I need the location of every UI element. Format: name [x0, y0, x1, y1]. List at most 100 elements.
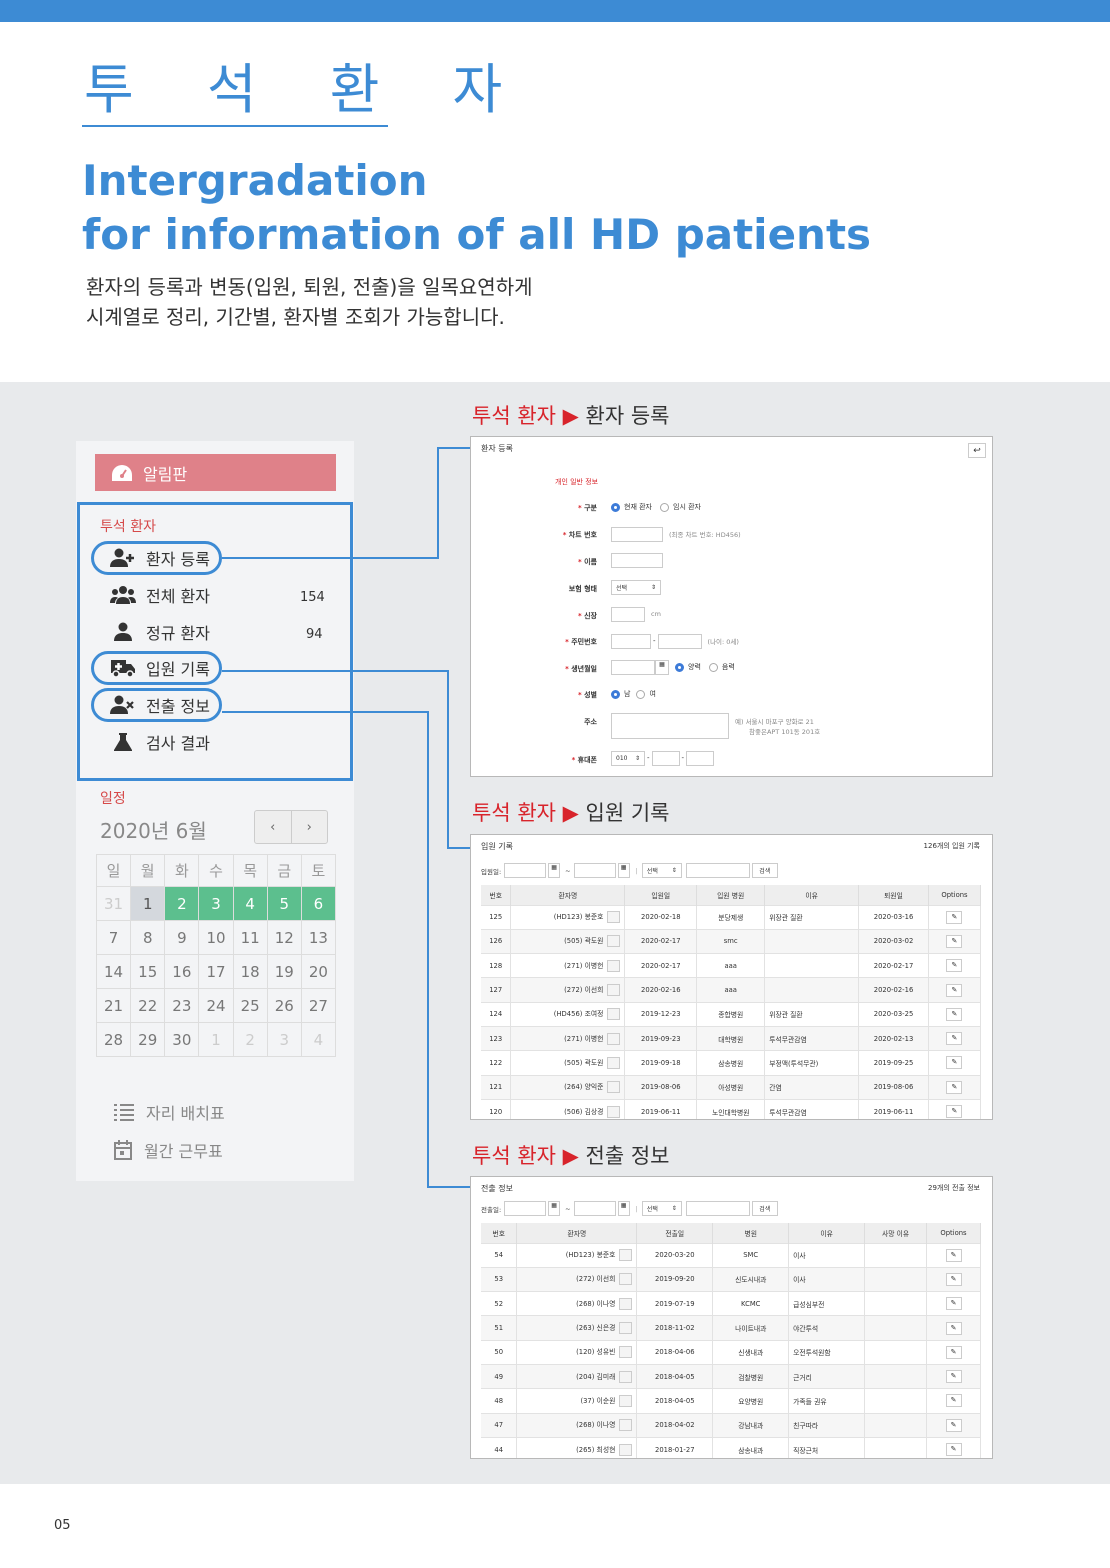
notice-board-button[interactable]: 알림판 — [95, 454, 336, 491]
edit-icon[interactable]: ✎ — [945, 1297, 962, 1311]
edit-icon[interactable]: ✎ — [945, 1321, 962, 1335]
calendar-day[interactable]: 28 — [95, 1022, 132, 1057]
patient-name[interactable]: (272) 이선희 — [564, 986, 604, 995]
calendar-day[interactable]: 14 — [95, 954, 132, 989]
calendar-day[interactable]: 17 — [198, 954, 234, 989]
calendar-day[interactable]: 13 — [300, 920, 337, 955]
patient-profile-icon[interactable] — [619, 1419, 633, 1432]
sidebar-item-regular-patients[interactable]: 정규 환자 — [110, 618, 210, 646]
edit-icon[interactable]: ✎ — [945, 1394, 962, 1408]
edit-icon[interactable]: ✎ — [945, 1248, 962, 1262]
calendar-day[interactable]: 19 — [266, 954, 302, 989]
edit-icon[interactable]: ✎ — [946, 983, 963, 997]
patient-profile-icon[interactable] — [619, 1249, 633, 1262]
edit-icon[interactable]: ✎ — [946, 1056, 963, 1070]
calendar-icon[interactable]: ▦ — [548, 1201, 561, 1216]
calendar-day[interactable]: 8 — [130, 920, 166, 955]
current-patient-radio[interactable] — [611, 502, 620, 512]
patient-profile-icon[interactable] — [607, 911, 621, 924]
calendar-day[interactable]: 30 — [164, 1022, 200, 1057]
calendar-day[interactable]: 20 — [300, 954, 337, 989]
patient-name[interactable]: (271) 이병헌 — [564, 961, 604, 970]
seat-chart-link[interactable]: 자리 배치표 — [114, 1100, 225, 1124]
patient-profile-icon[interactable] — [607, 1056, 621, 1069]
calendar-day[interactable]: 24 — [198, 988, 234, 1023]
patient-profile-icon[interactable] — [607, 1105, 621, 1118]
edit-icon[interactable]: ✎ — [945, 1370, 962, 1384]
temp-patient-radio[interactable] — [660, 502, 669, 512]
calendar-day[interactable]: 29 — [130, 1022, 166, 1057]
next-month-button[interactable]: › — [290, 811, 328, 843]
date-to-input[interactable] — [573, 1201, 616, 1216]
calendar-icon[interactable]: ▦ — [655, 659, 669, 675]
birth-input[interactable] — [611, 659, 655, 675]
edit-icon[interactable]: ✎ — [946, 1105, 963, 1119]
calendar-icon[interactable]: ▦ — [548, 863, 561, 878]
date-from-input[interactable] — [504, 1201, 547, 1216]
edit-icon[interactable]: ✎ — [946, 959, 963, 973]
patient-profile-icon[interactable] — [607, 959, 621, 972]
filter-select[interactable]: 선택⇕ — [641, 863, 682, 878]
rrn-back-input[interactable] — [657, 633, 702, 649]
patient-profile-icon[interactable] — [619, 1273, 633, 1286]
patient-name[interactable]: (264) 양익준 — [564, 1083, 604, 1092]
calendar-day[interactable]: 6 — [300, 886, 337, 921]
sidebar-item-admission[interactable]: 입원 기록 — [110, 654, 210, 682]
calendar-day[interactable]: 21 — [95, 988, 132, 1023]
calendar-icon[interactable]: ▦ — [617, 863, 630, 878]
patient-name[interactable]: (268) 이나영 — [576, 1421, 616, 1430]
calendar-day[interactable]: 5 — [266, 886, 302, 921]
phone-mid-input[interactable] — [651, 750, 680, 766]
lunar-radio[interactable] — [708, 662, 718, 672]
search-input[interactable] — [685, 1201, 750, 1216]
date-to-input[interactable] — [573, 863, 616, 878]
patient-profile-icon[interactable] — [619, 1322, 633, 1335]
patient-profile-icon[interactable] — [619, 1346, 633, 1359]
patient-profile-icon[interactable] — [607, 935, 621, 948]
male-radio[interactable] — [611, 689, 620, 699]
patient-name[interactable]: (272) 이선희 — [576, 1275, 616, 1284]
sidebar-item-all-patients[interactable]: 전체 환자 — [110, 581, 210, 609]
patient-profile-icon[interactable] — [619, 1297, 633, 1310]
calendar-day[interactable]: 10 — [198, 920, 234, 955]
patient-name[interactable]: (268) 이나영 — [576, 1299, 616, 1308]
patient-name[interactable]: (505) 곽도원 — [564, 1058, 604, 1067]
date-from-input[interactable] — [504, 863, 547, 878]
calendar-day[interactable]: 7 — [95, 920, 132, 955]
search-input[interactable] — [685, 863, 750, 878]
calendar-day[interactable]: 16 — [164, 954, 200, 989]
edit-icon[interactable]: ✎ — [945, 1272, 962, 1286]
sidebar-item-transfer[interactable]: 전출 정보 — [110, 691, 210, 719]
patient-name[interactable]: (271) 이병헌 — [564, 1034, 604, 1043]
calendar-icon[interactable]: ▦ — [617, 1201, 630, 1216]
patient-profile-icon[interactable] — [619, 1394, 633, 1407]
calendar-day[interactable]: 11 — [232, 920, 268, 955]
patient-profile-icon[interactable] — [607, 1081, 621, 1094]
patient-profile-icon[interactable] — [607, 1032, 621, 1045]
patient-profile-icon[interactable] — [619, 1370, 633, 1383]
sidebar-item-register[interactable]: 환자 등록 — [110, 544, 210, 572]
edit-icon[interactable]: ✎ — [946, 1007, 963, 1021]
calendar-day[interactable]: 15 — [130, 954, 166, 989]
patient-name[interactable]: (505) 곽도원 — [564, 937, 604, 946]
patient-profile-icon[interactable] — [607, 984, 621, 997]
patient-name[interactable]: (204) 김미래 — [576, 1372, 616, 1381]
phone-last-input[interactable] — [686, 750, 715, 766]
patient-name[interactable]: (265) 최성현 — [576, 1445, 616, 1454]
patient-name[interactable]: (HD456) 조여정 — [553, 1010, 604, 1019]
search-button[interactable]: 검색 — [751, 863, 778, 878]
calendar-day[interactable]: 27 — [300, 988, 337, 1023]
calendar-day[interactable]: 3 — [266, 1022, 302, 1057]
prev-month-button[interactable]: ‹ — [270, 819, 276, 835]
height-input[interactable] — [611, 606, 645, 622]
patient-name[interactable]: (506) 김상경 — [564, 1107, 604, 1116]
calendar-day[interactable]: 22 — [130, 988, 166, 1023]
calendar-day[interactable]: 12 — [266, 920, 302, 955]
calendar-day[interactable]: 31 — [95, 886, 132, 921]
chart-number-input[interactable] — [611, 526, 663, 542]
edit-icon[interactable]: ✎ — [945, 1418, 962, 1432]
edit-icon[interactable]: ✎ — [945, 1345, 962, 1359]
patient-name[interactable]: (37) 이순원 — [580, 1396, 616, 1405]
calendar-day[interactable]: 2 — [232, 1022, 268, 1057]
patient-name[interactable]: (HD123) 봉준호 — [553, 913, 604, 922]
